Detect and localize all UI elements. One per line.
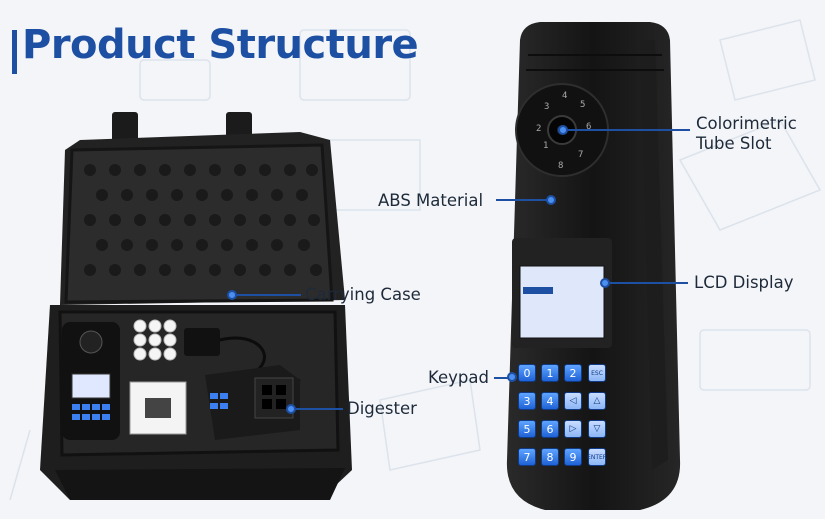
colorimetric-marker (558, 125, 568, 135)
slot-number: 4 (562, 91, 568, 101)
slot-number: 6 (586, 122, 592, 132)
slot-number: 5 (580, 100, 586, 110)
up-arrow-key[interactable]: △ (588, 392, 606, 410)
slot-number: 2 (536, 124, 542, 134)
colorimetric-label-line2: Tube Slot (696, 134, 772, 153)
key-esc[interactable]: ESC (588, 364, 606, 382)
title-accent-bar (12, 30, 17, 74)
key-7[interactable]: 7 (518, 448, 536, 466)
key-6[interactable]: 6 (541, 420, 559, 438)
key-8[interactable]: 8 (541, 448, 559, 466)
abs-material-leader (496, 199, 548, 201)
abs-material-label: ABS Material (378, 191, 484, 210)
slot-number: 7 (578, 150, 584, 160)
right-arrow-key[interactable]: ▷ (564, 420, 582, 438)
colorimetric-leader (568, 129, 690, 131)
keypad-marker (507, 372, 517, 382)
colorimetric-label-line1: Colorimetric (696, 114, 797, 133)
key-2[interactable]: 2 (564, 364, 582, 382)
lcd-display-marker (600, 278, 610, 288)
carrying-case-leader (237, 294, 301, 296)
key-9[interactable]: 9 (564, 448, 582, 466)
carrying-case-label: Carrying Case (305, 285, 421, 304)
left-arrow-key[interactable]: ◁ (564, 392, 582, 410)
lcd-display-leader (610, 282, 688, 284)
key-enter[interactable]: ENTER (587, 448, 607, 466)
key-4[interactable]: 4 (541, 392, 559, 410)
digester-leader (296, 408, 343, 410)
keypad-label: Keypad (428, 368, 489, 387)
abs-material-marker (546, 195, 556, 205)
digester-label: Digester (347, 399, 417, 418)
key-3[interactable]: 3 (518, 392, 536, 410)
lcd-display-label: LCD Display (694, 273, 794, 292)
slot-number: 3 (544, 102, 550, 112)
slot-number: 8 (558, 161, 564, 171)
page-title: Product Structure (22, 22, 419, 68)
carrying-case-marker (227, 290, 237, 300)
key-5[interactable]: 5 (518, 420, 536, 438)
key-1[interactable]: 1 (541, 364, 559, 382)
key-0[interactable]: 0 (518, 364, 536, 382)
digester-marker (286, 404, 296, 414)
keypad-leader (494, 377, 512, 379)
down-arrow-key[interactable]: ▽ (588, 420, 606, 438)
slot-number: 1 (543, 141, 549, 151)
